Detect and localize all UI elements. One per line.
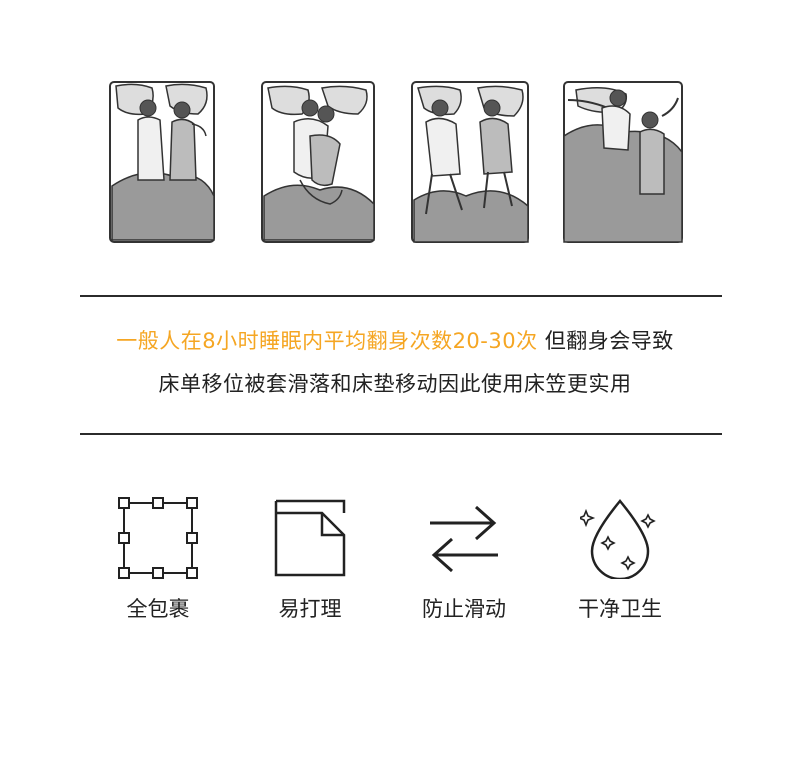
feature-label: 防止滑动 — [422, 597, 506, 621]
easy-care-icon — [274, 499, 346, 577]
feature-full-wrap: 全包裹 — [88, 497, 228, 623]
feature-clean: 干净卫生 — [550, 497, 690, 623]
full-wrap-icon — [118, 497, 198, 579]
sleep-illustrations — [100, 76, 700, 252]
couple-sleeping-sprawled-illustration — [562, 76, 684, 246]
feature-label: 全包裹 — [126, 597, 190, 621]
couple-sleeping-side-by-side-illustration — [108, 76, 216, 246]
feature-easy-care: 易打理 — [240, 497, 380, 623]
caption-rest: 但翻身会导致 — [537, 329, 674, 353]
divider-bottom — [80, 433, 722, 435]
couple-sleeping-apart-illustration — [410, 76, 530, 246]
clean-droplet-icon — [580, 499, 656, 579]
feature-label: 易打理 — [278, 597, 342, 621]
feature-label: 干净卫生 — [578, 597, 662, 621]
caption-line-1: 一般人在8小时睡眠内平均翻身次数20-30次 但翻身会导致 — [0, 325, 790, 355]
couple-sleeping-hugging-illustration — [260, 76, 378, 246]
feature-anti-slip: 防止滑动 — [394, 497, 534, 623]
anti-slip-arrows-icon — [430, 505, 498, 573]
caption-line-2: 床单移位被套滑落和床垫移动因此使用床笠更实用 — [158, 372, 632, 396]
divider-top — [80, 295, 722, 297]
caption-highlight: 一般人在8小时睡眠内平均翻身次数20-30次 — [116, 329, 538, 353]
